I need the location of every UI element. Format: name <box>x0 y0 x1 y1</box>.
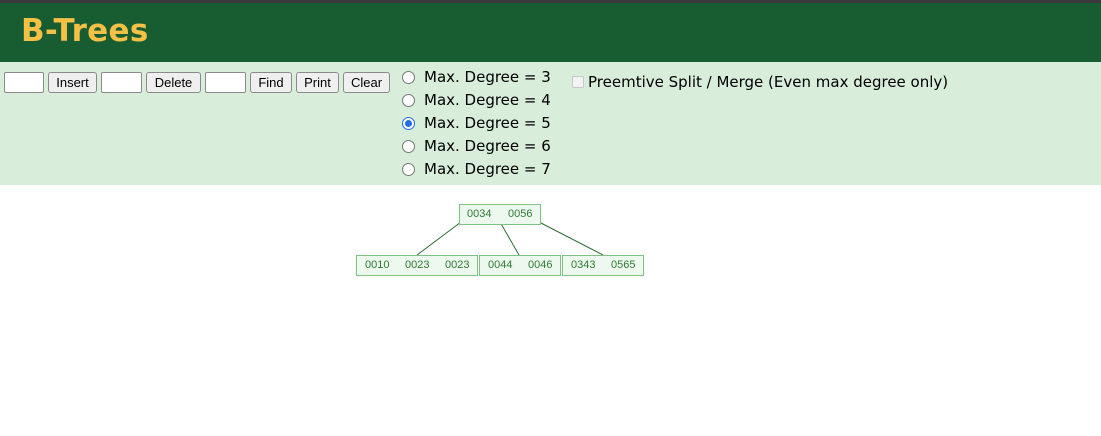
node-key: 0565 <box>611 259 636 271</box>
degree-option-4[interactable]: Max. Degree = 4 <box>402 89 551 111</box>
tree-node-child-2: 0343 0565 <box>562 255 644 276</box>
node-key: 0034 <box>467 208 492 220</box>
degree-radio-5[interactable] <box>402 116 415 130</box>
tree-edges <box>416 221 604 256</box>
tree-canvas: 0034 0056 0010 0023 0023 0044 0046 0343 … <box>0 185 1101 436</box>
control-panel: Insert Delete Find Print Clear Max. Degr… <box>0 62 1101 185</box>
delete-input[interactable] <box>101 72 142 93</box>
node-key: 0044 <box>488 259 513 271</box>
node-key: 0046 <box>528 259 553 271</box>
tree-node-child-0: 0010 0023 0023 <box>356 255 478 276</box>
degree-label-3: Max. Degree = 3 <box>424 68 551 86</box>
degree-label-4: Max. Degree = 4 <box>424 91 551 109</box>
preemptive-checkbox[interactable] <box>572 76 584 88</box>
degree-radio-6[interactable] <box>402 139 415 153</box>
degree-label-5: Max. Degree = 5 <box>424 114 551 132</box>
degree-radio-3[interactable] <box>402 70 415 84</box>
node-key: 0010 <box>365 259 390 271</box>
insert-button[interactable]: Insert <box>48 72 97 93</box>
tree-node-root: 0034 0056 <box>459 204 541 225</box>
degree-option-5[interactable]: Max. Degree = 5 <box>402 112 551 134</box>
edge-root-child-2 <box>538 221 604 256</box>
clear-button[interactable]: Clear <box>343 72 390 93</box>
degree-option-6[interactable]: Max. Degree = 6 <box>402 135 551 157</box>
degree-radio-4[interactable] <box>402 93 415 107</box>
node-key: 0023 <box>405 259 430 271</box>
delete-button[interactable]: Delete <box>146 72 201 93</box>
degree-radio-7[interactable] <box>402 162 415 176</box>
degree-label-6: Max. Degree = 6 <box>424 137 551 155</box>
find-input[interactable] <box>205 72 246 93</box>
edge-root-child-0 <box>416 221 462 256</box>
tree-node-child-1: 0044 0046 <box>479 255 561 276</box>
preemptive-option[interactable]: Preemtive Split / Merge (Even max degree… <box>572 71 948 93</box>
preemptive-label: Preemtive Split / Merge (Even max degree… <box>588 73 949 91</box>
node-key: 0343 <box>571 259 596 271</box>
node-key: 0023 <box>445 259 470 271</box>
page-title: B-Trees <box>21 13 149 49</box>
degree-option-3[interactable]: Max. Degree = 3 <box>402 66 551 88</box>
edge-root-child-1 <box>499 221 520 256</box>
page-header: B-Trees <box>0 3 1101 62</box>
degree-label-7: Max. Degree = 7 <box>424 160 551 178</box>
degree-option-7[interactable]: Max. Degree = 7 <box>402 158 551 180</box>
insert-input[interactable] <box>4 72 44 93</box>
window-top-strip <box>0 0 1101 3</box>
node-key: 0056 <box>508 208 533 220</box>
print-button[interactable]: Print <box>296 72 339 93</box>
find-button[interactable]: Find <box>250 72 292 93</box>
